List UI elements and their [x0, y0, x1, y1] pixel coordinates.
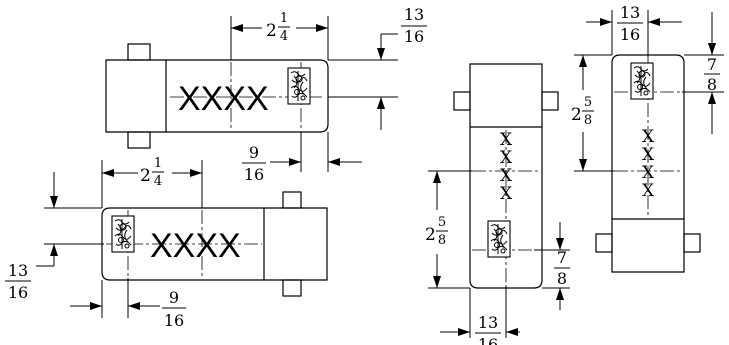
arrowhead	[377, 48, 385, 60]
svg-text:8: 8	[707, 75, 717, 94]
dimension-label: 2 1 4	[266, 11, 290, 44]
housing-body	[469, 63, 543, 289]
svg-text:2: 2	[571, 105, 582, 125]
svg-text:4: 4	[280, 29, 288, 44]
svg-text:13: 13	[8, 261, 28, 280]
arrowhead	[231, 24, 243, 32]
svg-text:X: X	[642, 163, 655, 183]
tab	[595, 233, 613, 253]
svg-text:13: 13	[404, 5, 424, 24]
svg-text:9: 9	[169, 288, 179, 307]
svg-text:16: 16	[164, 311, 184, 330]
view-bottom-left: XXXX 2 1 4 13 16	[5, 156, 328, 330]
svg-text:X: X	[500, 148, 513, 168]
label-text: XXXX	[150, 227, 241, 265]
arrowhead	[556, 288, 564, 300]
dimension-label: 2 5 8	[571, 95, 594, 128]
housing-body	[101, 207, 328, 281]
arrowhead	[506, 328, 518, 336]
svg-text:16: 16	[244, 165, 264, 184]
dimension-label: 9 16	[242, 143, 266, 184]
arrowhead	[328, 158, 340, 166]
dimension-label: 7 8	[554, 248, 570, 288]
artwork	[487, 220, 511, 258]
dimension-label: 7 8	[704, 55, 720, 94]
svg-text:2: 2	[266, 21, 277, 41]
artwork	[287, 67, 311, 105]
tab	[282, 191, 302, 209]
svg-text:7: 7	[707, 55, 717, 74]
dimension-label: 2 1 4	[140, 156, 164, 189]
svg-text:X: X	[500, 166, 513, 186]
svg-text:8: 8	[438, 233, 446, 248]
svg-text:16: 16	[478, 335, 498, 345]
view-top-left: XXXX 2 1 4 13 16	[105, 5, 427, 184]
svg-text:13: 13	[478, 313, 498, 332]
arrowhead	[90, 302, 102, 310]
label-text: X X X X	[500, 130, 513, 204]
arrowhead	[433, 171, 441, 183]
view-right-vertical: X X X X 13 16 7 8	[571, 3, 724, 273]
tab	[453, 91, 471, 111]
arrowhead	[556, 238, 564, 250]
svg-text:13: 13	[620, 3, 640, 22]
arrowhead	[289, 158, 301, 166]
tab	[541, 91, 559, 111]
arrowhead	[433, 276, 441, 288]
tab	[282, 279, 302, 297]
svg-text:X: X	[642, 145, 655, 165]
arrowhead	[600, 18, 612, 26]
arrowhead	[50, 244, 58, 256]
arrowhead	[316, 24, 328, 32]
label-text: X X X X	[642, 127, 655, 201]
dimension-label: 13 16	[617, 3, 643, 44]
arrowhead	[377, 97, 385, 109]
svg-text:2: 2	[140, 166, 151, 186]
arrowhead	[708, 43, 716, 55]
view-middle-vertical: X X X X 2 5 8 7 8	[425, 63, 570, 345]
svg-text:1: 1	[154, 156, 162, 171]
dimension-label: 9 16	[162, 288, 186, 330]
svg-text:16: 16	[404, 27, 424, 46]
svg-text:X: X	[500, 184, 513, 204]
arrowhead	[648, 18, 660, 26]
arrowhead	[458, 328, 470, 336]
housing-body	[105, 59, 329, 133]
svg-text:8: 8	[584, 113, 592, 128]
tab	[127, 131, 151, 149]
housing-body	[611, 54, 685, 273]
svg-text:16: 16	[8, 283, 28, 302]
arrowhead	[579, 159, 587, 171]
svg-text:2: 2	[425, 225, 436, 245]
dimension-label: 13 16	[475, 313, 501, 345]
svg-text:X: X	[642, 181, 655, 201]
dimension-label: 13 16	[401, 5, 427, 46]
svg-text:4: 4	[154, 174, 162, 189]
label-text: XXXX	[178, 80, 269, 118]
svg-text:5: 5	[584, 95, 592, 110]
dimension-label: 13 16	[5, 261, 31, 302]
arrowhead	[708, 92, 716, 104]
arrowhead	[128, 302, 140, 310]
tab	[127, 43, 151, 61]
svg-text:16: 16	[620, 25, 640, 44]
svg-text:X: X	[642, 127, 655, 147]
svg-text:5: 5	[438, 215, 446, 230]
svg-text:1: 1	[280, 11, 288, 26]
svg-text:7: 7	[557, 248, 567, 267]
artwork	[630, 62, 654, 100]
svg-text:9: 9	[249, 143, 259, 162]
arrowhead	[190, 169, 202, 177]
arrowhead	[579, 55, 587, 67]
tab	[683, 233, 701, 253]
svg-text:X: X	[500, 130, 513, 150]
svg-text:8: 8	[557, 269, 567, 288]
dimension-label: 2 5 8	[425, 215, 448, 248]
arrowhead	[102, 169, 114, 177]
arrowhead	[50, 196, 58, 208]
artwork	[111, 215, 135, 253]
